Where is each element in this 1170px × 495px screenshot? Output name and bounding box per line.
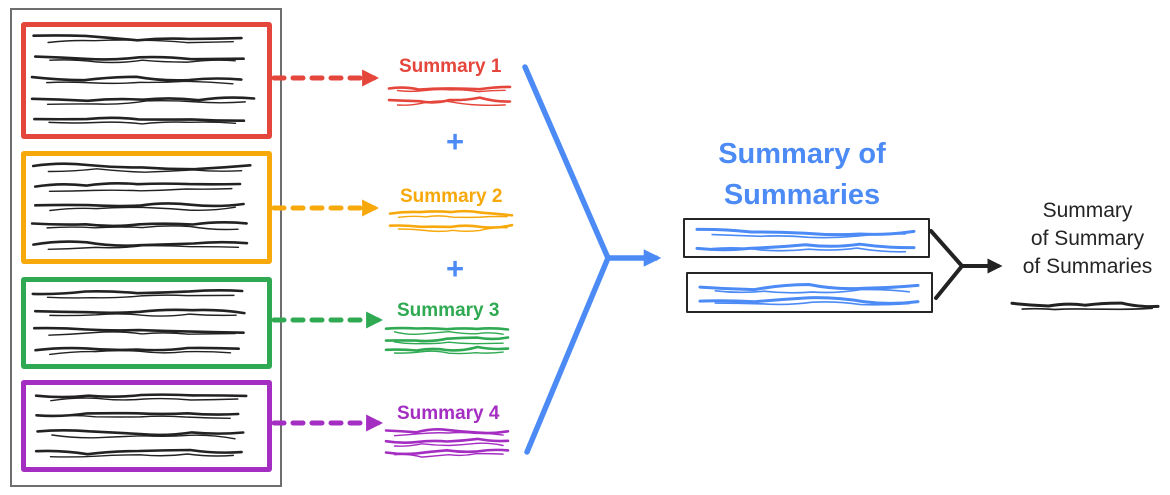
scribble-line bbox=[396, 100, 506, 107]
scribble-line bbox=[47, 244, 240, 251]
scribble-line bbox=[387, 96, 512, 104]
final-summary-title-line2: of Summary bbox=[1030, 226, 1145, 250]
summary-4-label: Summary 4 bbox=[397, 403, 500, 424]
summary-of-summaries-title-line1: Summary of bbox=[718, 138, 886, 170]
scribble-line bbox=[393, 350, 504, 355]
scribble-line bbox=[48, 349, 232, 356]
scribble-line bbox=[387, 85, 512, 91]
final-summary-title-line3: of Summaries bbox=[1022, 254, 1153, 278]
scribble-line bbox=[36, 429, 245, 437]
scribble-line bbox=[49, 313, 237, 317]
scribble-line bbox=[48, 187, 233, 193]
scribble-line bbox=[695, 242, 916, 252]
scribble-line bbox=[1021, 307, 1154, 311]
scribble-line bbox=[34, 346, 240, 352]
scribble-line bbox=[33, 116, 246, 123]
scribble-line bbox=[34, 448, 243, 456]
summaries-converge-lines bbox=[522, 64, 611, 455]
plus-sign-1: + bbox=[445, 124, 465, 159]
scribble-line bbox=[46, 99, 246, 106]
scribble-line bbox=[31, 289, 244, 296]
scribble-line bbox=[396, 88, 506, 93]
final-summary-title-line1: Summary bbox=[1042, 199, 1133, 222]
scribble-line bbox=[393, 330, 504, 336]
scribble-line bbox=[33, 308, 246, 315]
scribble-line bbox=[388, 223, 514, 229]
scribble-line bbox=[46, 225, 239, 231]
scribble-line bbox=[32, 240, 249, 247]
scribble-line bbox=[49, 59, 236, 64]
scribble-line bbox=[393, 431, 504, 437]
scribble-line bbox=[698, 296, 920, 305]
scribble-line bbox=[51, 434, 236, 440]
scribble-line bbox=[1010, 301, 1160, 309]
scribble-line bbox=[34, 202, 245, 208]
summary-of-summaries-title: Summary of Summaries bbox=[689, 134, 915, 216]
scribble-line bbox=[46, 294, 235, 299]
scribble-line bbox=[384, 437, 510, 445]
scribble-line bbox=[393, 341, 504, 345]
scribble-strokes bbox=[30, 34, 1160, 458]
scribble-line bbox=[698, 282, 920, 292]
scribble-line bbox=[33, 55, 245, 61]
scribble-line bbox=[34, 393, 248, 399]
scribble-line bbox=[48, 121, 237, 125]
scribble-line bbox=[714, 301, 911, 306]
summary-2-label: Summary 2 bbox=[400, 186, 503, 207]
scribble-line bbox=[31, 162, 252, 171]
scribble-line bbox=[393, 452, 504, 458]
scribble-line bbox=[397, 226, 508, 233]
scribble-line bbox=[384, 345, 510, 352]
scribble-line bbox=[714, 288, 911, 294]
scribble-line bbox=[388, 209, 514, 217]
scribble-line bbox=[33, 182, 242, 188]
scribble-line bbox=[33, 326, 245, 334]
scribble-line bbox=[384, 326, 510, 331]
scribble-line bbox=[711, 247, 907, 253]
boxes-converge-lines bbox=[929, 229, 964, 300]
scribble-line bbox=[30, 75, 243, 82]
summary-3-label: Summary 3 bbox=[397, 300, 500, 321]
summary-1-label: Summary 1 bbox=[399, 56, 502, 77]
scribble-line bbox=[49, 453, 235, 458]
scribble-line bbox=[30, 221, 248, 228]
scribble-line bbox=[49, 414, 231, 420]
scribble-line bbox=[393, 442, 504, 447]
scribble-line bbox=[30, 96, 256, 103]
scribble-line bbox=[49, 206, 237, 212]
scribble-line bbox=[47, 168, 243, 173]
scribble-line bbox=[47, 39, 234, 44]
scribble-line bbox=[384, 448, 510, 456]
scribble-line bbox=[45, 80, 234, 85]
plus-sign-2: + bbox=[445, 251, 465, 286]
final-summary-title: Summary of Summary of Summaries bbox=[1005, 197, 1170, 281]
scribble-line bbox=[48, 331, 236, 336]
scribble-line bbox=[397, 215, 508, 219]
scribble-line bbox=[711, 232, 907, 239]
summary-of-summaries-title-line2: Summaries bbox=[723, 179, 881, 212]
scribble-line bbox=[384, 336, 510, 343]
scribble-line bbox=[50, 397, 239, 402]
